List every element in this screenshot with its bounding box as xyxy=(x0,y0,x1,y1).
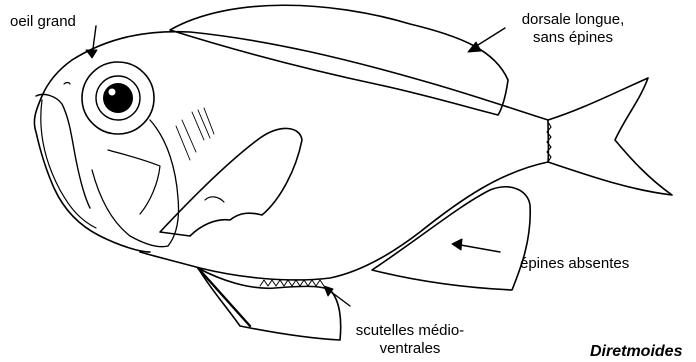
head-outline xyxy=(34,60,150,252)
label-eye: oeil grand xyxy=(10,13,76,31)
pectoral-fin xyxy=(160,128,302,236)
dorsal-fin xyxy=(170,5,508,115)
ventral-scutes xyxy=(260,280,324,286)
label-dorsal: dorsale longue, sans épines xyxy=(498,11,648,47)
gill-cover xyxy=(108,150,160,214)
label-scutes: scutelles médio- ventrales xyxy=(340,322,480,358)
genus-title: Diretmoides xyxy=(590,343,682,361)
gill-striations xyxy=(176,108,214,160)
label-dorsal-line1: dorsale longue, xyxy=(498,11,648,29)
label-scutes-line1: scutelles médio- xyxy=(340,322,480,340)
spines-arrow-head xyxy=(452,239,462,250)
scutes-arrow-head xyxy=(324,286,333,296)
caudal-fin xyxy=(548,78,672,195)
eye-arrow-head xyxy=(86,50,97,58)
mouth xyxy=(36,94,90,208)
label-scutes-line2: ventrales xyxy=(340,340,480,358)
label-dorsal-line2: sans épines xyxy=(498,29,648,47)
nostril xyxy=(64,83,70,85)
pectoral-base xyxy=(205,197,224,202)
eye-pupil xyxy=(103,83,133,113)
eye-highlight xyxy=(109,89,116,96)
anal-fin xyxy=(372,187,530,290)
label-spines: épines absentes xyxy=(520,255,629,273)
